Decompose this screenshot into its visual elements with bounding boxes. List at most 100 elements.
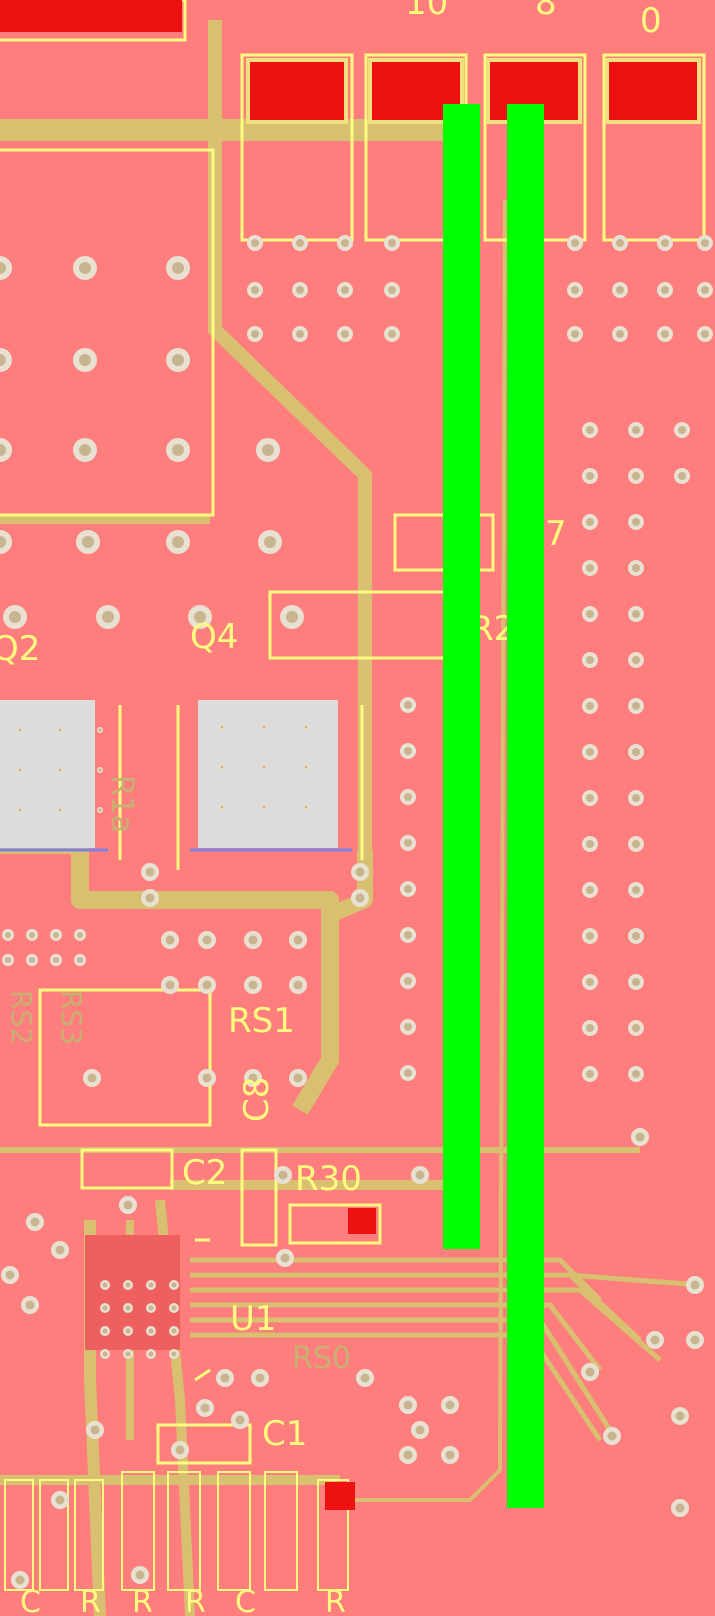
via-hole [586,886,594,894]
via-hole [248,935,258,945]
via-hole [690,1335,700,1345]
via-hole [102,1328,108,1334]
label-q2: Q2 [0,629,40,669]
label-rs1: RS1 [228,1001,295,1041]
via-hole [404,839,412,847]
via-hole [82,536,94,548]
via-hole [262,765,266,769]
via-hole [632,702,640,710]
via-hole [202,935,212,945]
bottom-pad [325,1482,355,1510]
via-hole [172,354,184,366]
via-hole [171,1328,177,1334]
via-hole [264,536,276,548]
via-hole [293,980,303,990]
via-hole [360,1373,370,1383]
via-hole [148,1282,154,1288]
via-hole [172,536,184,548]
label-r1a: R1a [104,775,139,833]
via-hole [404,793,412,801]
label-rs0: RS0 [292,1341,351,1376]
net-highlight-right[interactable] [507,104,544,1508]
label-rs2: RS2 [5,990,38,1045]
via-hole [661,239,669,247]
via-hole [632,610,640,618]
via-hole [296,330,304,338]
via-hole [145,893,155,903]
via-hole [616,239,624,247]
bottom-label-5: R [325,1585,346,1616]
via-hole [0,354,6,366]
via-hole [585,1367,595,1377]
via-hole [235,1415,245,1425]
via-hole [586,702,594,710]
via-hole [586,656,594,664]
via-hole [125,1305,131,1311]
c1-outline [156,1423,252,1465]
bottom-label-0: C [20,1585,41,1616]
via-hole [53,957,59,963]
via-hole [165,980,175,990]
via-hole [403,1450,413,1460]
label-c8: C8 [237,1077,277,1122]
via-hole [632,748,640,756]
u1-outline-corners [194,1238,211,1382]
via-hole [125,1282,131,1288]
via-hole [200,1403,210,1413]
via-hole [355,893,365,903]
copper-layer [0,20,701,1616]
via-hole [29,932,35,938]
via-hole [165,935,175,945]
via-hole [404,701,412,709]
via-hole [296,286,304,294]
via-hole [304,805,308,809]
via-hole [148,1305,154,1311]
via-hole [415,1170,425,1180]
via-hole [58,808,62,812]
via-hole [632,978,640,986]
via-hole [220,1373,230,1383]
via-hole [678,472,686,480]
via-hole [632,840,640,848]
label-r7: 7 [545,514,567,554]
via-hole [90,1425,100,1435]
via-hole [675,1503,685,1513]
via-hole [251,286,259,294]
via-hole [220,725,224,729]
via-hole [280,1253,290,1263]
bottom-label-2: R [132,1585,153,1616]
via-hole [701,239,709,247]
q2-package-outline [0,148,215,517]
via-hole [586,472,594,480]
via-hole [586,978,594,986]
via-hole [79,354,91,366]
via-hole [296,239,304,247]
via-hole [355,867,365,877]
c2-outline [80,1148,174,1190]
via-hole [632,656,640,664]
r30-outline [288,1203,382,1245]
via-hole [404,1023,412,1031]
label-r30: R30 [295,1159,362,1199]
via-hole [29,957,35,963]
via-hole [262,444,274,456]
via-hole [262,805,266,809]
via-hole [55,1495,65,1505]
via-hole [251,330,259,338]
via-hole [0,262,6,274]
via-hole [586,426,594,434]
via-hole [102,1282,108,1288]
via-hole [202,1073,212,1083]
bottom-label-4: C [235,1585,256,1616]
via-hole [148,1328,154,1334]
net-highlight-left[interactable] [443,104,480,1249]
via-hole [701,330,709,338]
via-hole [77,957,83,963]
via-hole [616,286,624,294]
via-hole [632,886,640,894]
via-hole [248,980,258,990]
via-hole [5,1270,15,1280]
via-hole [79,262,91,274]
via-hole [0,536,6,548]
